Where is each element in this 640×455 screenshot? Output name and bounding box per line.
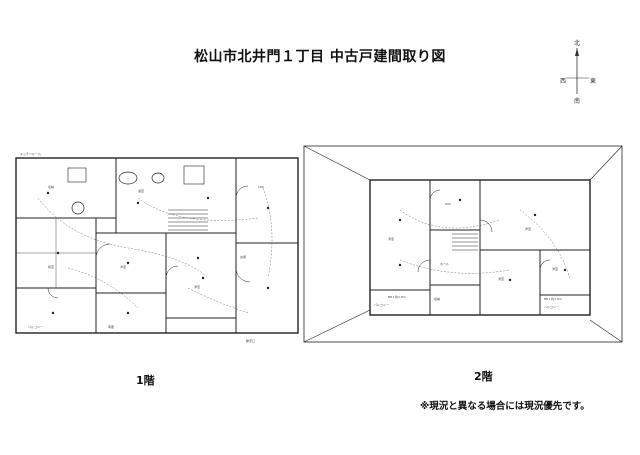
floor-label-2f: 2階 [474,370,493,383]
plan-1f-room-b: 洋室 [120,264,126,269]
plan-1f-bottom-b: 車庫 [108,324,114,329]
plan-1f-storage: 収納 [48,184,54,189]
compass: 北 西 東 南 [558,38,598,108]
floor-label-1f: 1階 [136,374,155,387]
plan-1f-bath: 浴室 [138,188,144,193]
compass-north-label: 北 [574,40,581,47]
plan-2f-wic: WIC [445,202,451,206]
compass-icon [566,48,589,94]
compass-west-label: 西 [560,78,567,85]
plan-2f-room-d: 洋室 [552,266,558,271]
compass-south-label: 南 [574,98,581,105]
floor-plan-1f-drawing: キッチンルーム 和室 洋室 洋室 浴室 玄関 LDK 収納 バルコニー 車庫 勝… [15,151,299,343]
floor-plan-2f-drawing: 洋室 洋室 洋室 洋室 WIC ホール バルコニー バルコニー BH1 約1.8… [303,145,623,343]
plan-1f-room-c: 洋室 [194,284,200,289]
plan-2f-label-a: BH1 約1.8m [388,294,406,299]
plan-2f-storage: 収納 [434,296,440,301]
plan-1f-ldk: LDK [258,185,265,189]
plan-2f-room-c: 洋室 [498,276,504,281]
plan-1f-entry: 玄関 [240,254,246,259]
plan-1f-bottom-right: 勝手口 [246,338,255,343]
plan-2f-hall: ホール [440,261,449,266]
plan-2f-balcony-a: バルコニー [374,303,389,307]
plan-1f-room-a: 和室 [48,264,54,269]
disclaimer-note: ※現況と異なる場合には現況優先です。 [420,401,590,412]
floor-plan-1f: キッチンルーム 和室 洋室 洋室 浴室 玄関 LDK 収納 バルコニー 車庫 勝… [8,128,308,353]
plan-1f-label-top-left: キッチンルーム [20,151,41,156]
plan-2f-label-b: BH1 約1.8m [544,296,562,301]
plan-2f-balcony-b: バルコニー [544,305,559,309]
compass-east-label: 東 [590,78,597,85]
floor-plan-2f: 洋室 洋室 洋室 洋室 WIC ホール バルコニー バルコニー BH1 約1.8… [300,140,630,350]
plan-1f-bottom-a: バルコニー [28,325,43,329]
plan-2f-room-b: 洋室 [525,226,531,231]
plan-2f-room-a: 洋室 [388,236,394,241]
page-title: 松山市北井門１丁目 中古戸建間取り図 [194,49,446,65]
